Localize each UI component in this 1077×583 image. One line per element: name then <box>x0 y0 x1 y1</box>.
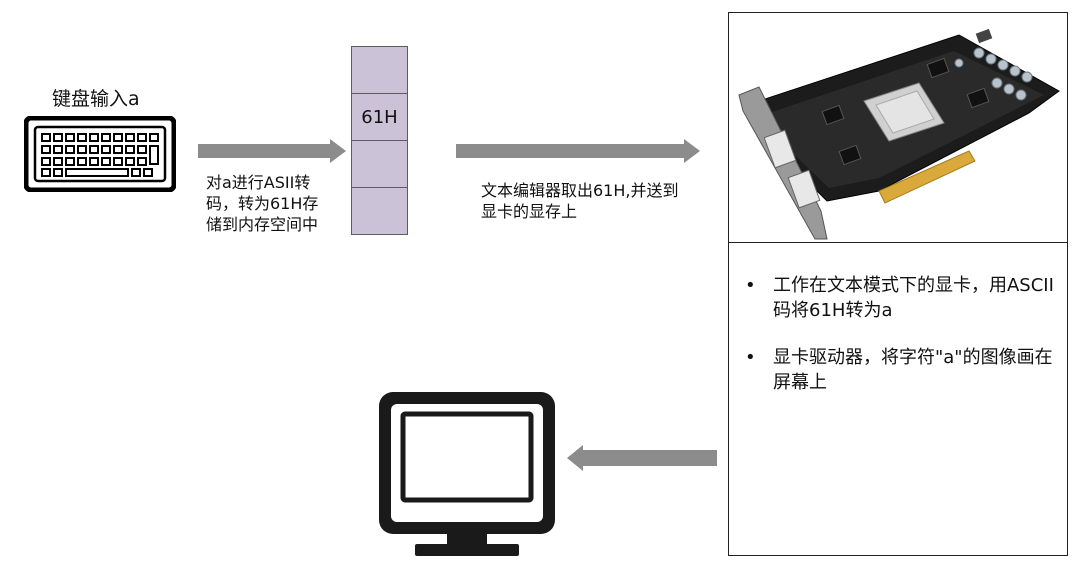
bullet-text: 工作在文本模式下的显卡，用ASCII码将61H转为a <box>773 275 1054 321</box>
keyboard-label: 键盘输入a <box>52 88 140 110</box>
keyboard-icon <box>24 116 176 192</box>
memory-cell: 61H <box>351 93 408 141</box>
step2-note: 文本编辑器取出61H,并送到显卡的显存上 <box>481 181 679 221</box>
arrow-gpu-to-monitor <box>567 445 717 471</box>
memory-cell <box>351 187 408 235</box>
panel-divider <box>729 242 1067 243</box>
monitor-icon <box>379 392 555 556</box>
step1-note: 对a进行ASII转码，转为61H存储到内存空间中 <box>206 173 319 234</box>
bullet-dot: • <box>745 347 756 368</box>
memory-block: 61H <box>351 46 408 235</box>
arrow-keyboard-to-memory <box>198 139 346 163</box>
bullet-item: • 显卡驱动器，将字符"a"的图像画在屏幕上 <box>745 345 1063 395</box>
bullet-item: • 工作在文本模式下的显卡，用ASCII码将61H转为a <box>745 273 1063 323</box>
bullet-dot: • <box>745 275 756 296</box>
gpu-bullet-list: • 工作在文本模式下的显卡，用ASCII码将61H转为a • 显卡驱动器，将字符… <box>745 273 1063 417</box>
arrow-memory-to-gpu <box>456 139 700 163</box>
bullet-text: 显卡驱动器，将字符"a"的图像画在屏幕上 <box>773 347 1053 393</box>
gpu-panel: • 工作在文本模式下的显卡，用ASCII码将61H转为a • 显卡驱动器，将字符… <box>728 12 1068 556</box>
graphics-card-image <box>729 13 1067 242</box>
memory-cell <box>351 140 408 188</box>
memory-cell <box>351 46 408 94</box>
